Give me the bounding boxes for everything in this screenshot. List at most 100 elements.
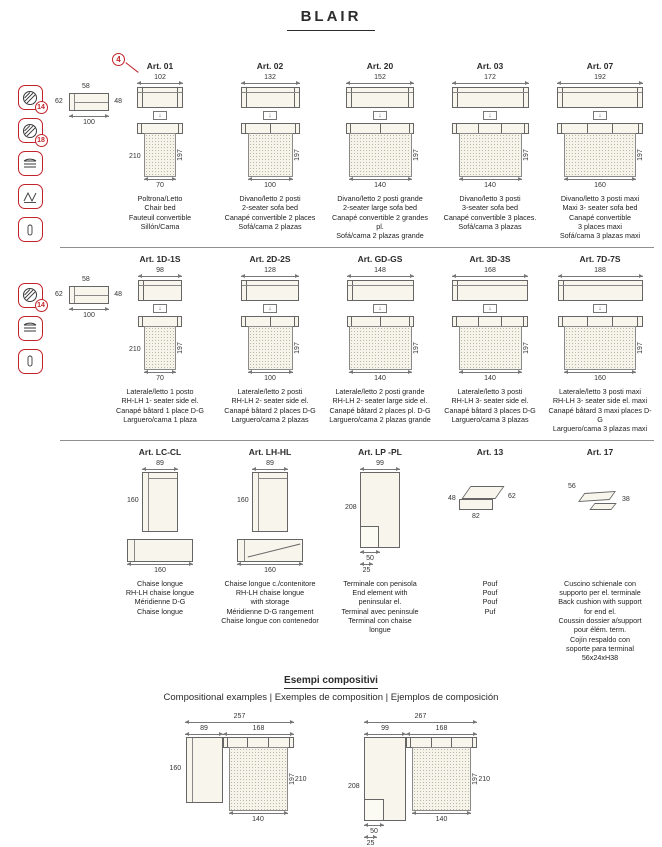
article-cell: Art. GD-GS 148 197 140 Laterale/letto 2 … [328,254,432,434]
total-width-dimension: 257 [185,713,294,725]
leg-icon [27,355,33,367]
sofa-profile [69,93,109,111]
sofa-front-view [137,87,183,108]
bed-top-view: 197 160 [557,315,644,382]
article-code: Art. 1D-1S [139,253,181,264]
mattress-width-dimension: 140 [348,369,412,382]
mattress-length-dim: 197 [522,149,530,161]
fold-out-arrow-icon [593,111,607,120]
mattress: 197 [247,325,301,370]
article-cell: Art. LH-HL 89 160 160 Chaise longue c./c… [218,447,322,663]
examples-subtitle: Compositional examples | Exemples de com… [163,691,499,703]
part1-dimension: 89 [185,725,223,737]
pouf-drawing: 48 82 62 [448,482,530,526]
article-description: Laterale/letto 3 posti maxi RH-LH 3- sea… [548,386,652,434]
part2-dimension: 168 [406,725,477,737]
length-dim: 208 [348,783,360,791]
bottom-dimension: 160 [237,561,303,574]
article-cell: Art. 3D-3S 168 197 140 Laterale/letto 3 … [438,254,542,434]
chaise-top-view [185,736,223,803]
cushion-support [589,502,617,510]
foot-dimensions: 50 25 [364,822,404,847]
side-element-front-view [452,279,528,301]
side-element-front-view [138,279,182,301]
width-dimension: 102 [137,74,183,86]
mattress-length-dim: 197 [522,341,530,354]
article-description: Poltrona/Letto Chair bed Fauteuil conver… [128,194,192,232]
chaise-storage-drawing: 89 160 160 [237,460,303,574]
article-code: Art. 20 [366,61,394,71]
mattress: 197 210 [129,133,184,177]
article-code: Art. 13 [476,446,504,457]
article-description: Divano/letto 3 posti maxi Maxi 3- seater… [559,194,641,241]
width-dimension: 168 [452,267,528,279]
pouf-top-face [461,485,505,499]
mattress-roll-icon [23,90,37,105]
mattress-width-dimension: 140 [348,177,412,189]
sofa-front-view [346,87,414,108]
fabric-layers-icon [23,158,37,167]
feature-badge [17,184,43,209]
mattress: 197 210 [412,746,490,811]
article-code: Art. LH-HL [248,446,292,457]
part1-dimension: 99 [364,725,406,737]
article-code: Art. LC-CL [138,446,182,457]
feature-badge: 18 [17,118,48,147]
bed-top-view: 197 210 70 [129,315,184,382]
mattress-width-dimension: 140 [458,369,522,382]
compositional-examples: Esempi compositivi Compositional example… [0,674,662,847]
article-cell: Art. 7D-7S 188 197 160 Laterale/letto 3 … [548,254,652,434]
chaise-open-view [127,539,193,562]
article-code: Art. GD-GS [357,253,403,264]
feature-badge: 14 [17,85,48,114]
mattress: 197 210 [228,746,307,811]
article-cell: Art. 07 192 197 160 Divano/letto 3 posti… [548,61,652,241]
bed-top-view: 197 160 [557,123,644,189]
row-side-elements: 14 62 58 48 100 Art. 1D-1S [0,246,662,440]
mattress-length-dim: 197 [637,149,644,161]
sofa-front-view [451,87,529,108]
chaise-drawing: 89 160 160 [127,460,193,574]
bed-top-view: 197 140 [452,315,530,382]
article-description: Laterale/letto 2 posti grande RH-LH 2- s… [329,386,431,424]
depth-dimension: 100 [69,306,109,319]
mattress-length-dim: 197 [637,341,644,354]
row-sofa-beds: 14 18 4 62 58 [0,53,662,247]
mattress-width-dimension: 160 [564,177,636,189]
article-description: Terminale con penisola End element with … [341,578,419,635]
mattress: 197 [458,325,530,370]
width-dimension: 89 [252,460,288,472]
mattress-width-dimension: 140 [412,810,471,823]
article-code: Art. 3D-3S [469,253,511,264]
width-dimension: 172 [451,74,529,86]
bed-top-view: 197 140 [346,315,420,382]
width-dimension: 188 [557,267,643,279]
inner-depth-dim: 58 [82,83,90,90]
article-description: Chaise longue c./contenitore RH-LH chais… [221,578,319,626]
peninsula-element: 208 50 25 [348,736,406,847]
width-dim: 82 [472,512,480,520]
mattress: 197 210 [129,325,184,370]
feature-number: 14 [34,298,48,312]
lid-line [247,543,301,558]
catalog-page: BLAIR 14 18 [0,0,662,772]
mattress: 197 [247,133,301,177]
total-width-dimension: 267 [364,713,477,725]
width-dimension: 89 [142,460,178,472]
side-element-front-view [557,279,643,301]
article-cell: Art. 03 172 197 140 Divano/letto 3 posti… [438,61,542,241]
feature-badge [17,217,43,242]
article-cell: Art. 13 48 82 62 Pouf Pouf Pouf Puf [438,447,542,663]
article-description: Laterale/letto 3 posti RH-LH 3- seater s… [444,386,536,424]
fold-out-arrow-icon [483,303,497,313]
mattress: 197 [564,133,644,177]
mattress-length-dim: 197 [177,341,184,354]
article-code: Art. 2D-2S [249,253,291,264]
examples-title: Esempi compositivi [0,674,662,689]
mattress-length-dim: 197 [412,149,420,161]
chaise-element: 160 [170,736,223,803]
feature-badge [17,315,43,341]
depth-dim: 210 [129,152,141,160]
mattress-width-dimension: 100 [247,177,293,189]
height-dim: 38 [622,495,630,503]
